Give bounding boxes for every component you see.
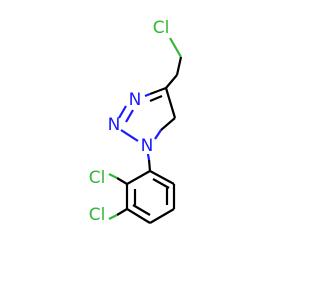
bond-c4-n3 xyxy=(149,86,167,96)
bond-c5-c4 xyxy=(164,87,177,119)
bond-n3-n2 xyxy=(118,105,127,119)
bond-n1-ph xyxy=(147,159,152,172)
bond-n3-n2-double xyxy=(125,109,134,123)
atom-cl-chloromethyl: Cl xyxy=(153,18,170,38)
atom-cl-ortho: Cl xyxy=(89,168,106,188)
bond-n1-c5-n xyxy=(154,129,162,140)
atom-cl-meta: Cl xyxy=(89,205,106,225)
bond-c4-n3-n xyxy=(144,92,151,98)
bond-n2-n1 xyxy=(120,129,139,142)
bond-n1-c5 xyxy=(160,117,176,131)
bond-ph-c1-c6 xyxy=(149,170,175,185)
molecule-diagram: Cl N N N Cl Cl xyxy=(88,18,183,225)
bond-ph-c1-c6-double xyxy=(152,178,170,189)
bond-n1-ph-n xyxy=(146,153,151,161)
bond-c2-cl-green xyxy=(108,173,118,179)
bond-ph-c1-c2 xyxy=(126,170,151,185)
bond-c3-cl xyxy=(116,208,128,216)
bond-c4-n3-double xyxy=(149,94,163,103)
bond-cl-ch2 xyxy=(169,37,182,58)
bond-c2-cl xyxy=(116,177,128,185)
bond-ph-c3-c4 xyxy=(126,208,151,224)
bond-ch2-c4 xyxy=(165,74,178,89)
bond-ph-c4-c5 xyxy=(149,208,175,224)
bond-c3-cl-green xyxy=(108,214,118,220)
bond-ch2 xyxy=(175,56,183,76)
molecule-structure: Cl N N N Cl Cl xyxy=(89,18,183,225)
atom-n2: N xyxy=(108,115,121,135)
atom-n3: N xyxy=(129,90,142,110)
bond-ph-c3-c4-double xyxy=(132,204,151,216)
atom-n1: N xyxy=(141,136,154,156)
